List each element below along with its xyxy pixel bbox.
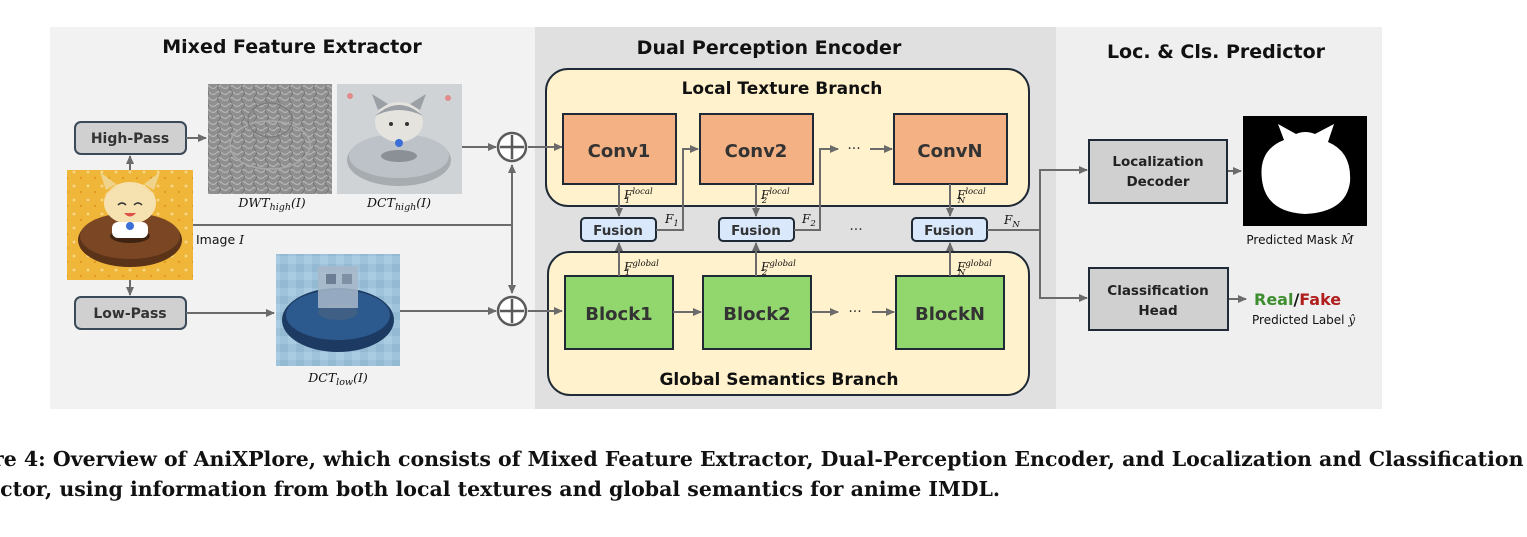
feature-fused-2: F2 xyxy=(801,212,816,229)
blockn xyxy=(895,275,1005,350)
dct-low-image xyxy=(276,254,400,366)
caption-line-1: ure 4: Overview of AniXPlore, which cons… xyxy=(0,447,1524,471)
global-branch-title: Global Semantics Branch xyxy=(659,370,898,390)
dct-high-label: DCThigh(I) xyxy=(366,195,431,213)
extractor-arrows xyxy=(126,134,563,317)
feature-fused-n: FN xyxy=(1003,213,1020,230)
conv1-label: Conv1 xyxy=(588,141,651,162)
figure-caption: ure 4: Overview of AniXPlore, which cons… xyxy=(0,444,1527,504)
high-pass-label: High-Pass xyxy=(91,131,169,147)
dwt-high-image xyxy=(208,84,332,194)
block2-label: Block2 xyxy=(723,304,790,325)
block1 xyxy=(564,275,674,350)
low-pass-label: Low-Pass xyxy=(93,306,166,322)
dct-high-image xyxy=(337,84,462,194)
ellipsis-block: ··· xyxy=(848,304,861,320)
cls-label-2: Head xyxy=(1138,303,1177,319)
feature-fused-1: F1 xyxy=(664,212,679,229)
ellipsis-fusion: ··· xyxy=(849,222,862,238)
block1-label: Block1 xyxy=(585,304,652,325)
predicted-label-text: Predicted Label ŷ xyxy=(1252,313,1355,327)
caption-line-2: dictor, using information from both loca… xyxy=(0,477,1001,501)
predictor-title: Loc. & Cls. Predictor xyxy=(1107,41,1326,63)
convn-label: ConvN xyxy=(917,141,982,162)
local-branch-title: Local Texture Branch xyxy=(682,79,883,99)
sum-node-high xyxy=(496,131,528,163)
predicted-mask-label: Predicted Mask M̂ xyxy=(1246,232,1354,247)
decoder-label-1: Localization xyxy=(1112,154,1203,170)
encoder-title: Dual Perception Encoder xyxy=(637,37,902,59)
real-fake-label: Real/Fake xyxy=(1254,290,1341,309)
input-image-label: Image I xyxy=(196,232,245,247)
blockn-label: BlockN xyxy=(915,304,985,325)
input-image xyxy=(67,170,193,280)
localization-decoder-box xyxy=(1088,139,1228,204)
classification-head-box xyxy=(1088,267,1229,331)
conv1-block xyxy=(562,113,677,185)
block2 xyxy=(702,275,812,350)
predicted-mask-image xyxy=(1243,116,1367,226)
fusion-n-label: Fusion xyxy=(924,223,974,239)
fusion-2-label: Fusion xyxy=(731,223,781,239)
extractor-title: Mixed Feature Extractor xyxy=(162,36,422,58)
decoder-label-2: Decoder xyxy=(1126,174,1189,190)
cls-label-1: Classification xyxy=(1107,283,1208,299)
convn-block xyxy=(893,113,1008,185)
dwt-high-label: DWThigh(I) xyxy=(237,195,305,213)
ellipsis-conv: ··· xyxy=(847,141,860,157)
encoder-arrows xyxy=(615,145,1247,316)
conv2-block xyxy=(699,113,814,185)
sum-node-low xyxy=(496,295,528,327)
dct-low-label: DCTlow(I) xyxy=(307,370,368,388)
conv2-label: Conv2 xyxy=(725,141,788,162)
fusion-1-label: Fusion xyxy=(593,223,643,239)
